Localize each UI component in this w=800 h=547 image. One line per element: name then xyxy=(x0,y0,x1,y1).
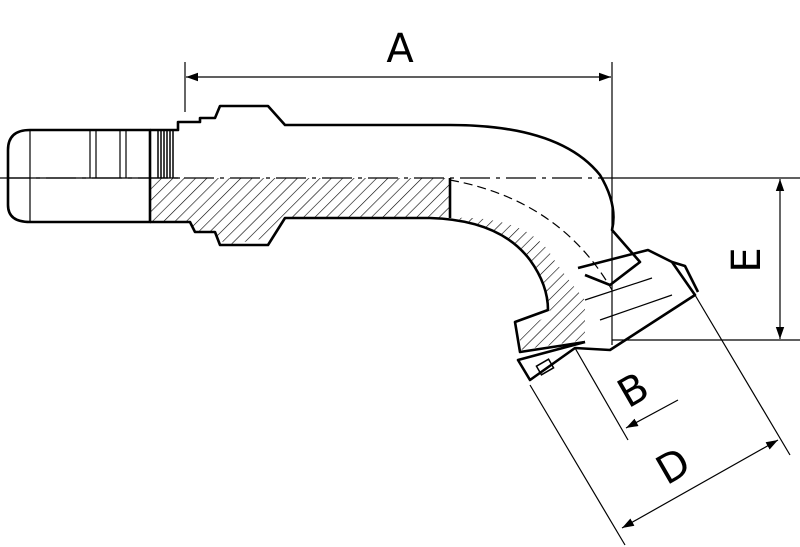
hidden-bore-line xyxy=(449,179,613,291)
hose-tail xyxy=(6,128,180,224)
dim-d-label: D xyxy=(649,439,699,494)
dim-b-extension xyxy=(574,347,629,441)
dim-d-extension-left xyxy=(529,384,626,546)
dim-a-label: A xyxy=(386,26,414,72)
dim-b-label: B xyxy=(610,364,657,418)
dim-e-label: E xyxy=(724,247,770,272)
dim-b-line xyxy=(625,399,679,429)
dim-d-extension-right xyxy=(694,294,791,456)
section-outline xyxy=(150,216,586,354)
section-hatching xyxy=(150,178,585,350)
dim-d-line xyxy=(621,439,779,529)
fitting-body-outline xyxy=(150,104,642,287)
